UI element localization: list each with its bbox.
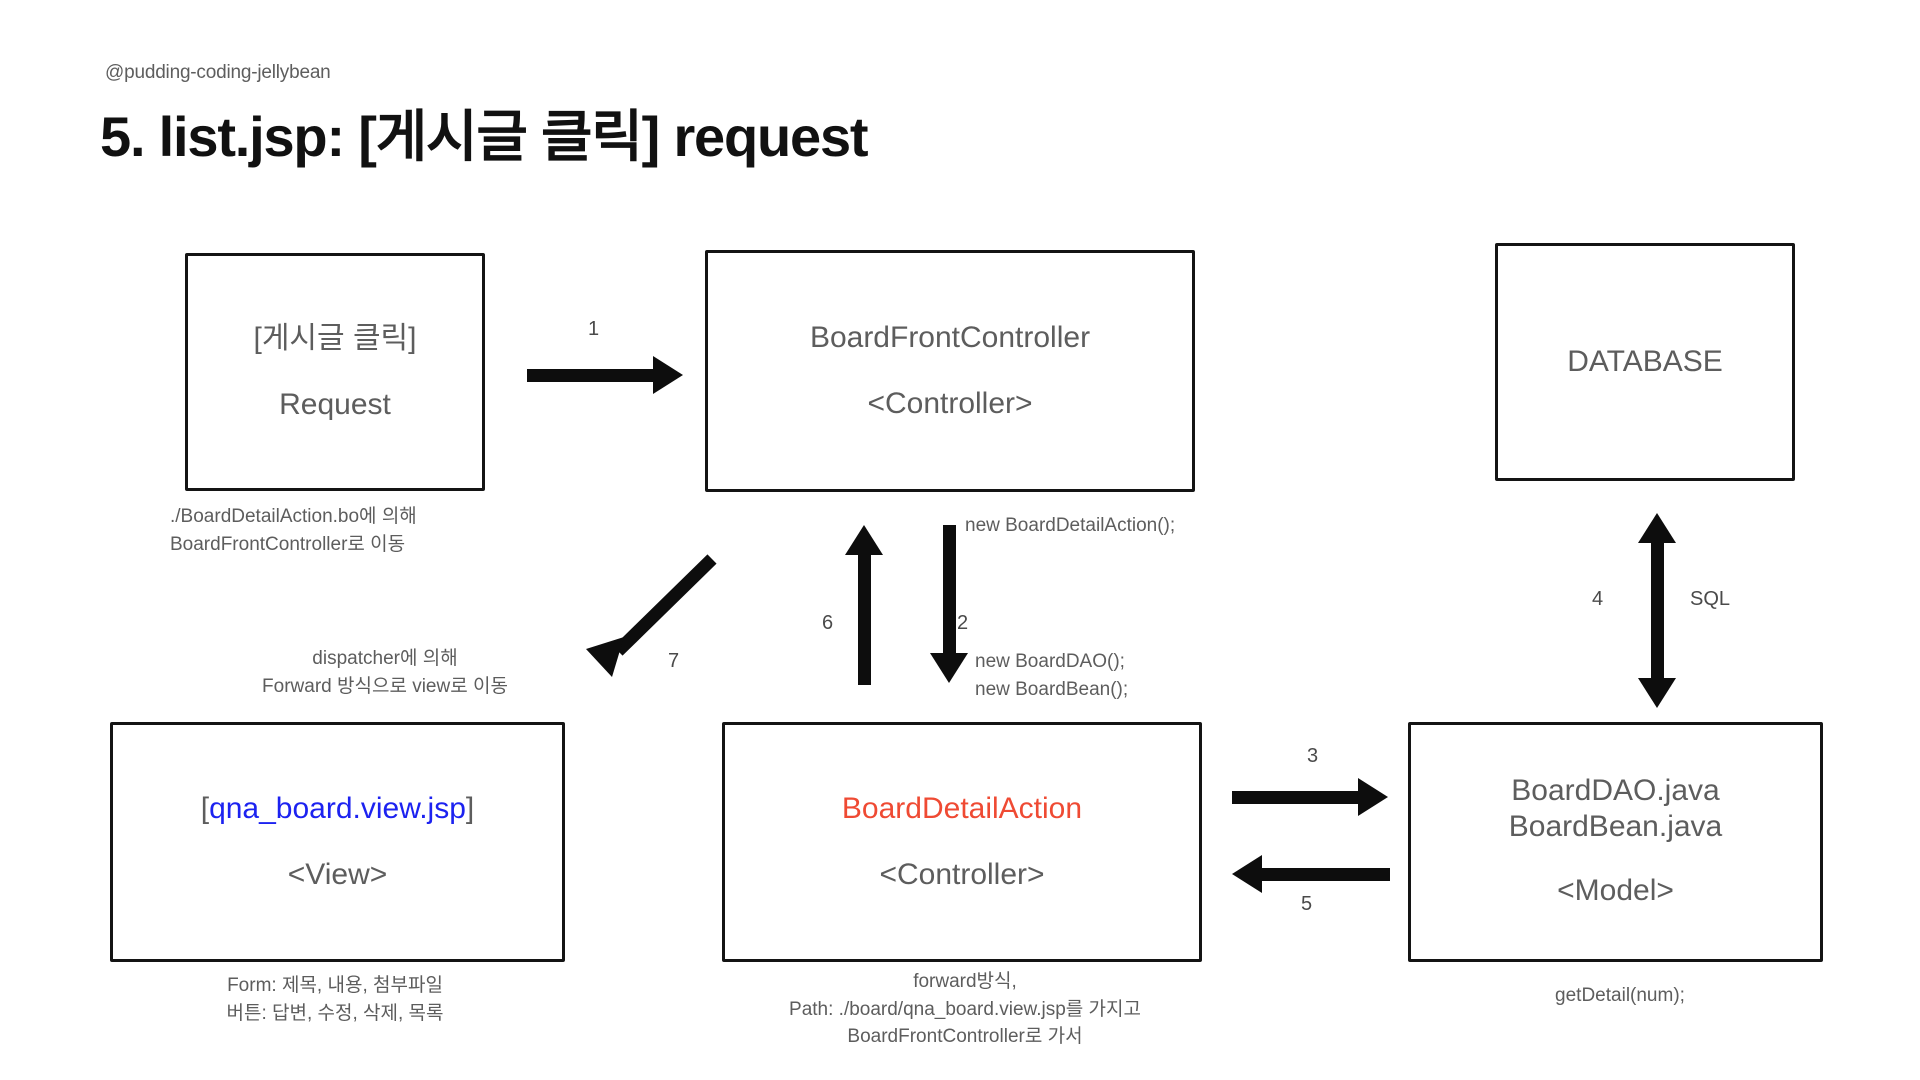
arrow-5-number: 5 [1301, 893, 1313, 915]
arrow-4-head-down [1638, 678, 1676, 708]
box-view-line1: [qna_board.view.jsp] [201, 789, 475, 829]
arrow-5-head [1232, 855, 1262, 893]
arrow-4-shaft [1651, 539, 1664, 682]
arrow-1-head [653, 356, 683, 394]
author-handle: @pudding-coding-jellybean [105, 62, 331, 83]
arrow-2-shaft [943, 525, 956, 655]
box-model-line2: BoardBean.java [1508, 810, 1723, 844]
arrow-7 [586, 554, 717, 677]
arrow-2-number: 2 [957, 612, 969, 634]
box-request-line1: [게시글 클릭] [253, 322, 417, 356]
caption-front-controller: new BoardDetailAction(); [965, 515, 1176, 536]
arrow-5-shaft [1262, 868, 1390, 881]
arrow-4 [1638, 513, 1678, 708]
bracket-close: ] [465, 792, 475, 826]
box-view: [qna_board.view.jsp] <View> [110, 722, 565, 962]
box-model: BoardDAO.java BoardBean.java <Model> [1408, 722, 1823, 962]
caption-model: getDetail(num); [1555, 985, 1685, 1006]
arrow-1-shaft [527, 369, 655, 382]
arrow-7-number: 7 [668, 650, 680, 672]
arrow-1-number: 1 [588, 318, 600, 340]
box-detail-action-line2: <Controller> [879, 858, 1045, 891]
box-database: DATABASE [1495, 243, 1795, 481]
arrow-6 [845, 525, 885, 685]
arrow-3-head [1358, 778, 1388, 816]
caption-dispatcher: dispatcher에 의해 Forward 방식으로 view로 이동 [262, 648, 508, 697]
box-model-line1: BoardDAO.java [1511, 774, 1720, 808]
arrow-2 [930, 525, 970, 685]
view-jsp-name: qna_board.view.jsp [209, 792, 466, 826]
bracket-open: [ [200, 792, 210, 826]
arrow-5 [1232, 855, 1392, 895]
box-detail-action: BoardDetailAction <Controller> [722, 722, 1202, 962]
box-database-line1: DATABASE [1567, 345, 1723, 379]
arrow-1 [527, 356, 687, 396]
page-title: 5. list.jsp: [게시글 클릭] request [100, 105, 869, 168]
arrow-2-head [930, 653, 968, 683]
arrow-4-label-sql: SQL [1690, 588, 1731, 610]
arrow-4-head-up [1638, 513, 1676, 543]
box-request-line2: Request [279, 388, 391, 421]
box-model-line3: <Model> [1557, 874, 1674, 908]
arrow-3-shaft [1232, 791, 1360, 804]
arrow-2-label: new BoardDAO(); new BoardBean(); [975, 651, 1129, 700]
box-request: [게시글 클릭] Request [185, 253, 485, 491]
arrow-6-shaft [858, 555, 871, 685]
arrow-6-head [845, 525, 883, 555]
arrow-3-number: 3 [1307, 745, 1319, 767]
caption-detail-action: forward방식, Path: ./board/qna_board.view.… [789, 971, 1141, 1048]
box-front-controller-line1: BoardFrontController [809, 321, 1091, 355]
box-detail-action-line1: BoardDetailAction [841, 792, 1083, 826]
caption-view: Form: 제목, 내용, 첨부파일 버튼: 답변, 수정, 삭제, 목록 [226, 975, 444, 1024]
arrow-4-number: 4 [1592, 588, 1604, 610]
box-front-controller: BoardFrontController <Controller> [705, 250, 1195, 492]
caption-request: ./BoardDetailAction.bo에 의해 BoardFrontCon… [170, 506, 417, 555]
box-view-line2: <View> [287, 858, 388, 891]
arrow-6-number: 6 [822, 612, 834, 634]
box-front-controller-line2: <Controller> [867, 387, 1033, 420]
arrow-3 [1232, 778, 1392, 818]
